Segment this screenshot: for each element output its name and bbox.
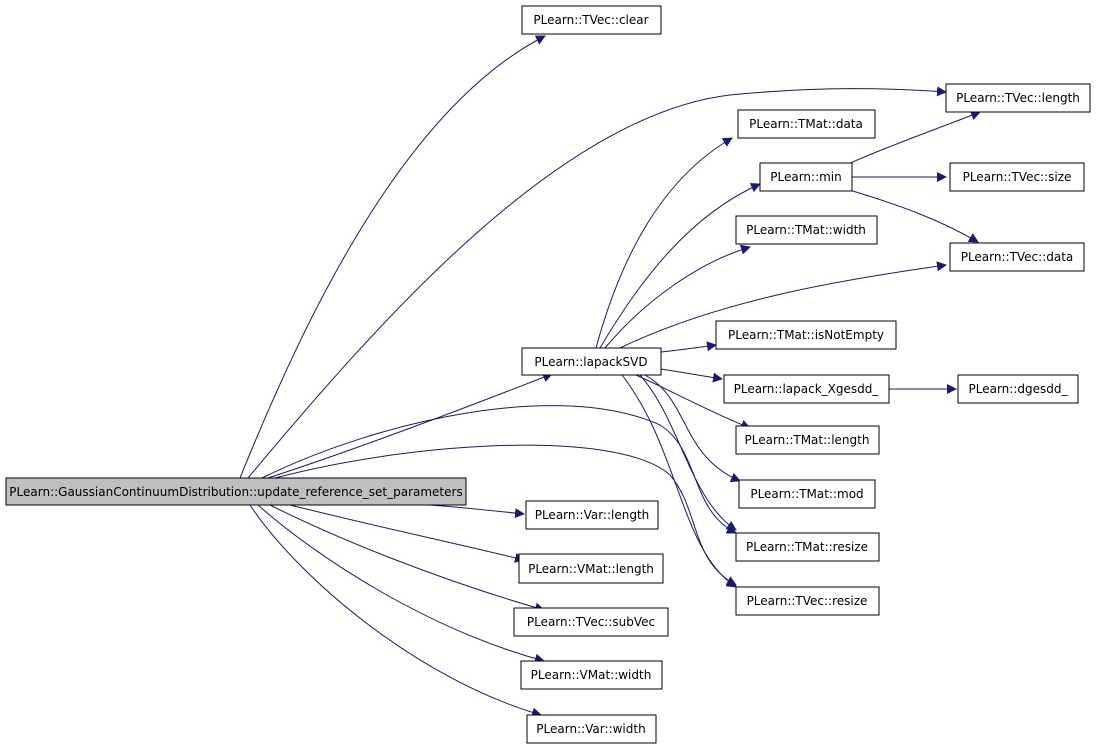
node-tmat-resize-label: PLearn::TMat::resize	[746, 540, 868, 554]
node-tmat-mod-label: PLearn::TMat::mod	[750, 487, 863, 501]
node-min[interactable]: PLearn::min	[759, 162, 853, 192]
node-vmat-width[interactable]: PLearn::VMat::width	[520, 660, 663, 690]
edge-root-to-tmat-resize	[261, 405, 737, 534]
edge-min-to-tvec-data	[845, 188, 979, 243]
node-dgesdd[interactable]: PLearn::dgesdd_	[957, 374, 1079, 404]
node-root: PLearn::GaussianContinuumDistribution::u…	[5, 477, 467, 506]
edge-lapacksvd-to-tmat-mod	[644, 374, 741, 483]
node-tvec-length[interactable]: PLearn::TVec::length	[945, 83, 1091, 113]
edge-root-to-vmat-length	[289, 504, 525, 563]
node-tvec-size[interactable]: PLearn::TVec::size	[949, 162, 1085, 192]
edge-root-to-var-length	[429, 504, 525, 519]
node-var-width[interactable]: PLearn::Var::width	[526, 714, 657, 744]
edge-min-to-tvec-length	[845, 110, 981, 166]
node-tvec-subvec[interactable]: PLearn::TVec::subVec	[513, 607, 669, 637]
node-tvec-resize[interactable]: PLearn::TVec::resize	[735, 586, 880, 616]
edge-lapacksvd-to-tmat-width	[604, 244, 751, 349]
node-tmat-isnotempty-label: PLearn::TMat::isNotEmpty	[728, 328, 884, 342]
edges-layer	[239, 35, 981, 718]
node-tvec-subvec-label: PLearn::TVec::subVec	[527, 615, 655, 629]
edge-root-to-lapacksvd	[267, 372, 553, 479]
node-tvec-size-label: PLearn::TVec::size	[963, 170, 1072, 184]
node-lapacksvd-label: PLearn::lapackSVD	[534, 355, 647, 369]
edge-lapacksvd-to-tmat-resize	[639, 374, 737, 531]
node-lapack-xgesdd[interactable]: PLearn::lapack_Xgesdd_	[723, 374, 890, 404]
node-tmat-width[interactable]: PLearn::TMat::width	[735, 215, 878, 245]
node-tvec-length-label: PLearn::TVec::length	[956, 91, 1080, 105]
node-tmat-length[interactable]: PLearn::TMat::length	[735, 425, 880, 455]
edge-lapacksvd-to-tvec-resize	[621, 374, 737, 588]
node-tvec-clear[interactable]: PLearn::TVec::clear	[521, 5, 662, 35]
node-vmat-width-label: PLearn::VMat::width	[531, 668, 652, 682]
node-tvec-data-label: PLearn::TVec::data	[961, 250, 1074, 264]
node-tmat-width-label: PLearn::TMat::width	[746, 223, 866, 237]
edge-root-to-tvec-resize	[274, 444, 737, 586]
edge-root-to-vmat-width	[257, 504, 545, 664]
edge-root-to-var-width	[249, 504, 542, 718]
edge-lapacksvd-to-tmat-length	[635, 374, 751, 430]
nodes-layer: PLearn::GaussianContinuumDistribution::u…	[5, 5, 1091, 744]
node-var-length[interactable]: PLearn::Var::length	[525, 500, 659, 530]
node-vmat-length-label: PLearn::VMat::length	[528, 562, 654, 576]
node-tvec-clear-label: PLearn::TVec::clear	[533, 13, 648, 27]
node-var-width-label: PLearn::Var::width	[536, 722, 645, 736]
edge-lapacksvd-to-tmat-isnotempty	[660, 341, 717, 353]
node-tmat-length-label: PLearn::TMat::length	[745, 433, 870, 447]
edge-root-to-tvec-subvec	[269, 504, 545, 613]
node-tmat-mod[interactable]: PLearn::TMat::mod	[738, 479, 876, 509]
edge-lapacksvd-to-tmat-data	[595, 137, 733, 349]
node-lapacksvd[interactable]: PLearn::lapackSVD	[521, 347, 662, 376]
node-dgesdd-label: PLearn::dgesdd_	[969, 382, 1069, 396]
node-tmat-isnotempty[interactable]: PLearn::TMat::isNotEmpty	[715, 320, 897, 350]
node-lapack-xgesdd-label: PLearn::lapack_Xgesdd_	[734, 382, 880, 396]
node-var-length-label: PLearn::Var::length	[535, 508, 650, 522]
node-tmat-resize[interactable]: PLearn::TMat::resize	[735, 532, 880, 562]
node-tmat-data[interactable]: PLearn::TMat::data	[737, 109, 876, 139]
node-min-label: PLearn::min	[770, 170, 842, 184]
edge-root-to-tvec-clear	[239, 35, 546, 479]
node-tvec-data[interactable]: PLearn::TVec::data	[949, 242, 1085, 272]
node-tmat-data-label: PLearn::TMat::data	[749, 117, 863, 131]
edge-lapacksvd-to-tvec-data	[619, 261, 947, 349]
edge-root-to-tvec-length	[247, 86, 947, 479]
edge-lapacksvd-to-min	[599, 183, 761, 349]
edge-lapacksvd-to-lapack-xgesdd	[660, 368, 723, 383]
node-root-label: PLearn::GaussianContinuumDistribution::u…	[9, 485, 462, 499]
node-tvec-resize-label: PLearn::TVec::resize	[747, 594, 868, 608]
node-vmat-length[interactable]: PLearn::VMat::length	[518, 553, 664, 584]
